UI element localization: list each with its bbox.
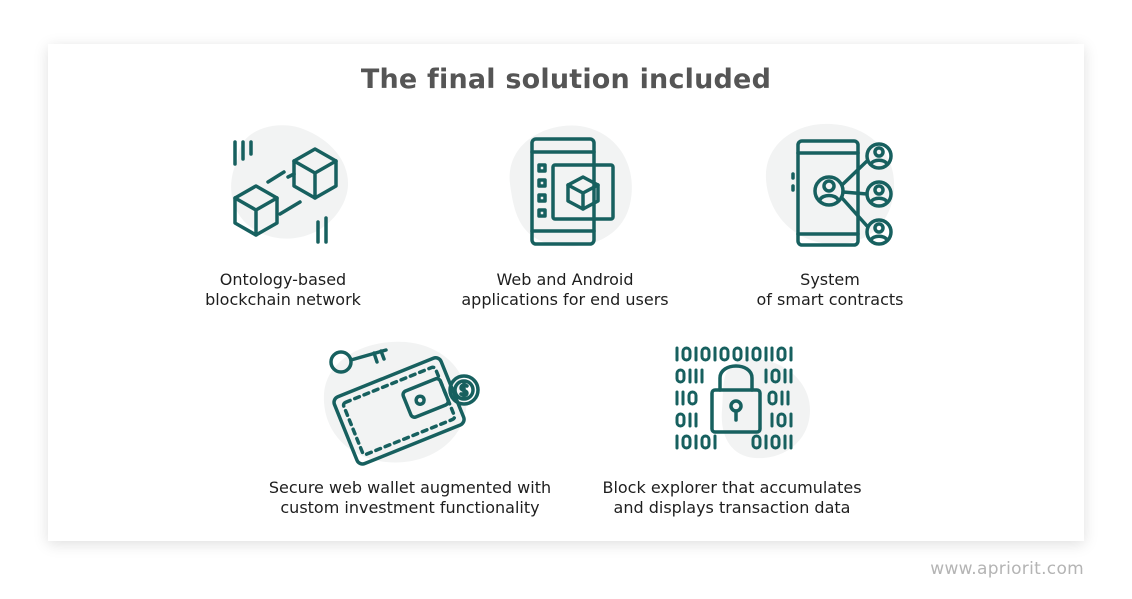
caption-line: custom investment functionality — [280, 498, 540, 517]
caption-wallet: Secure web wallet augmented with custom … — [250, 478, 570, 518]
mobile-app-icon — [490, 114, 640, 254]
wallet-key-icon — [316, 334, 486, 474]
caption-line: of smart contracts — [756, 290, 904, 309]
caption-line: Ontology-based — [219, 270, 347, 289]
caption-smart-contracts: System of smart contracts — [670, 270, 990, 310]
smart-contracts-icon — [756, 114, 906, 254]
caption-web-android: Web and Android applications for end use… — [405, 270, 725, 310]
caption-line: Block explorer that accumulates — [602, 478, 862, 497]
binary-lock-icon — [660, 340, 820, 470]
website-url: www.apriorit.com — [930, 559, 1084, 579]
caption-line: Web and Android — [496, 270, 634, 289]
caption-line: System — [800, 270, 860, 289]
caption-block-explorer: Block explorer that accumulates and disp… — [572, 478, 892, 518]
infographic-card: The final solution included Ontology-bas… — [48, 44, 1084, 541]
caption-line: Secure web wallet augmented with — [268, 478, 552, 497]
page-title: The final solution included — [360, 64, 772, 95]
caption-line: blockchain network — [205, 290, 361, 309]
blockchain-cubes-icon — [208, 114, 358, 254]
caption-blockchain: Ontology-based blockchain network — [123, 270, 443, 310]
caption-line: applications for end users — [461, 290, 669, 309]
caption-line: and displays transaction data — [613, 498, 851, 517]
